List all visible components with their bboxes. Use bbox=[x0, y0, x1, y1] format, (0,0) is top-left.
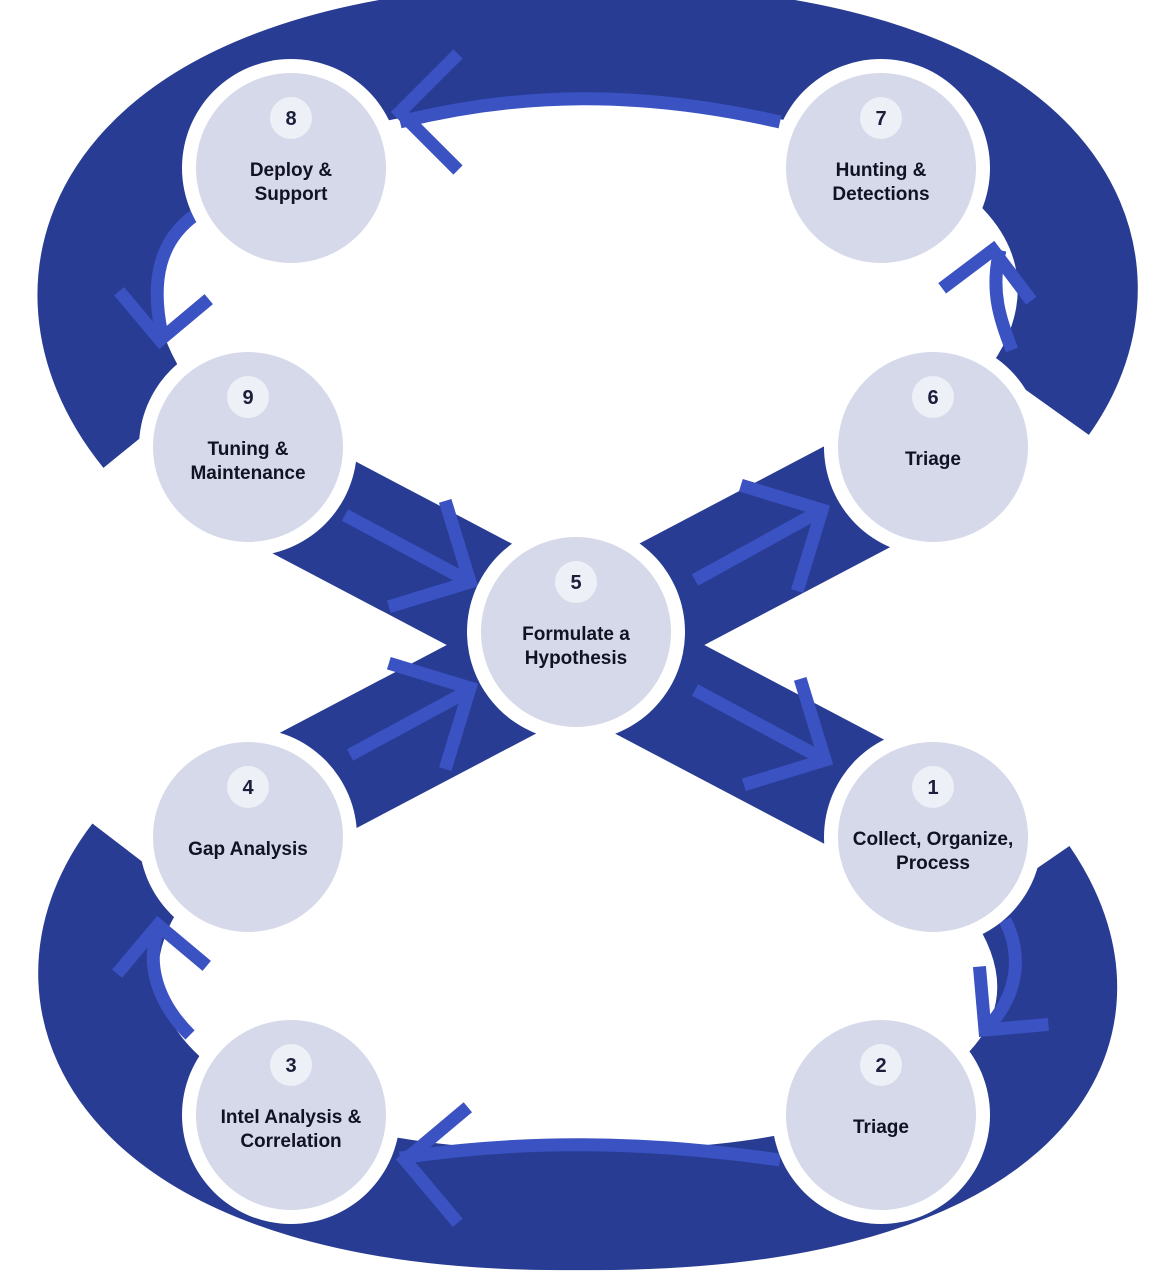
step-number-badge bbox=[912, 766, 954, 808]
band-top-loop bbox=[37, 0, 1138, 468]
arrow-chevron-icon bbox=[386, 656, 479, 772]
node-circle bbox=[786, 73, 976, 263]
step-number-badge bbox=[227, 376, 269, 418]
node-circle bbox=[838, 742, 1028, 932]
step-label: Detections bbox=[832, 184, 929, 205]
node-circle bbox=[786, 1020, 976, 1210]
arrow-shaft-upper-left bbox=[150, 209, 199, 337]
arrow-shaft-cross-c bbox=[346, 684, 474, 761]
step-label: Hunting & bbox=[836, 160, 927, 181]
step-label: Collect, Organize, bbox=[853, 829, 1013, 850]
step-number-badge bbox=[270, 97, 312, 139]
arrow-chevron-icon bbox=[741, 676, 834, 792]
step-label: Tuning & bbox=[208, 439, 289, 460]
arrow-chevron-icon bbox=[112, 915, 211, 978]
node-circle bbox=[838, 352, 1028, 542]
step-number-badge bbox=[555, 561, 597, 603]
band-bottom-loop bbox=[38, 823, 1117, 1271]
arrow-chevron-icon bbox=[386, 498, 479, 614]
step-number: 7 bbox=[875, 108, 886, 130]
step-label: Process bbox=[896, 853, 970, 874]
node-circle bbox=[153, 742, 343, 932]
step-label: Formulate a bbox=[522, 624, 630, 645]
step-label: Support bbox=[255, 184, 328, 205]
step-label: Intel Analysis & bbox=[221, 1107, 362, 1128]
step-number-badge bbox=[912, 376, 954, 418]
step-number: 6 bbox=[927, 387, 938, 409]
step-number-badge bbox=[860, 1044, 902, 1086]
step-number: 9 bbox=[242, 387, 253, 409]
step-number: 4 bbox=[242, 777, 254, 799]
step-number: 2 bbox=[875, 1055, 886, 1077]
flow-arrows bbox=[112, 49, 1049, 1228]
step-label: Maintenance bbox=[190, 463, 305, 484]
arrow-chevron-icon bbox=[938, 240, 1037, 305]
step-label: Triage bbox=[853, 1117, 909, 1138]
arrow-chevron-icon bbox=[390, 49, 463, 175]
node-circle bbox=[196, 1020, 386, 1210]
step-number: 5 bbox=[570, 572, 581, 594]
step-label: Triage bbox=[905, 449, 961, 470]
arrow-shaft-cross-b bbox=[691, 684, 829, 766]
step-label: Correlation bbox=[240, 1131, 341, 1152]
arrow-chevron-icon bbox=[972, 966, 1049, 1038]
node-circle bbox=[196, 73, 386, 263]
step-number: 3 bbox=[285, 1055, 296, 1077]
arrow-shaft-cross-d bbox=[691, 504, 826, 586]
step-label: Gap Analysis bbox=[188, 839, 308, 860]
step-number-badge bbox=[860, 97, 902, 139]
arrow-chevron-icon bbox=[114, 287, 213, 350]
arrow-chevron-icon bbox=[395, 1102, 473, 1228]
arrow-shaft-lower-right bbox=[980, 917, 1022, 1035]
node-circle bbox=[153, 352, 343, 542]
step-label: Deploy & bbox=[250, 160, 333, 181]
arrow-shaft-top bbox=[398, 92, 782, 129]
step-number-badge bbox=[227, 766, 269, 808]
node-circle bbox=[481, 537, 671, 727]
step-label: Hypothesis bbox=[525, 648, 627, 669]
arrow-shaft-cross-a bbox=[341, 509, 474, 588]
arrow-chevron-icon bbox=[738, 478, 831, 594]
step-number-badge bbox=[270, 1044, 312, 1086]
step-number: 8 bbox=[285, 108, 296, 130]
step-number: 1 bbox=[927, 777, 938, 799]
arrow-shaft-bottom bbox=[399, 1138, 781, 1167]
